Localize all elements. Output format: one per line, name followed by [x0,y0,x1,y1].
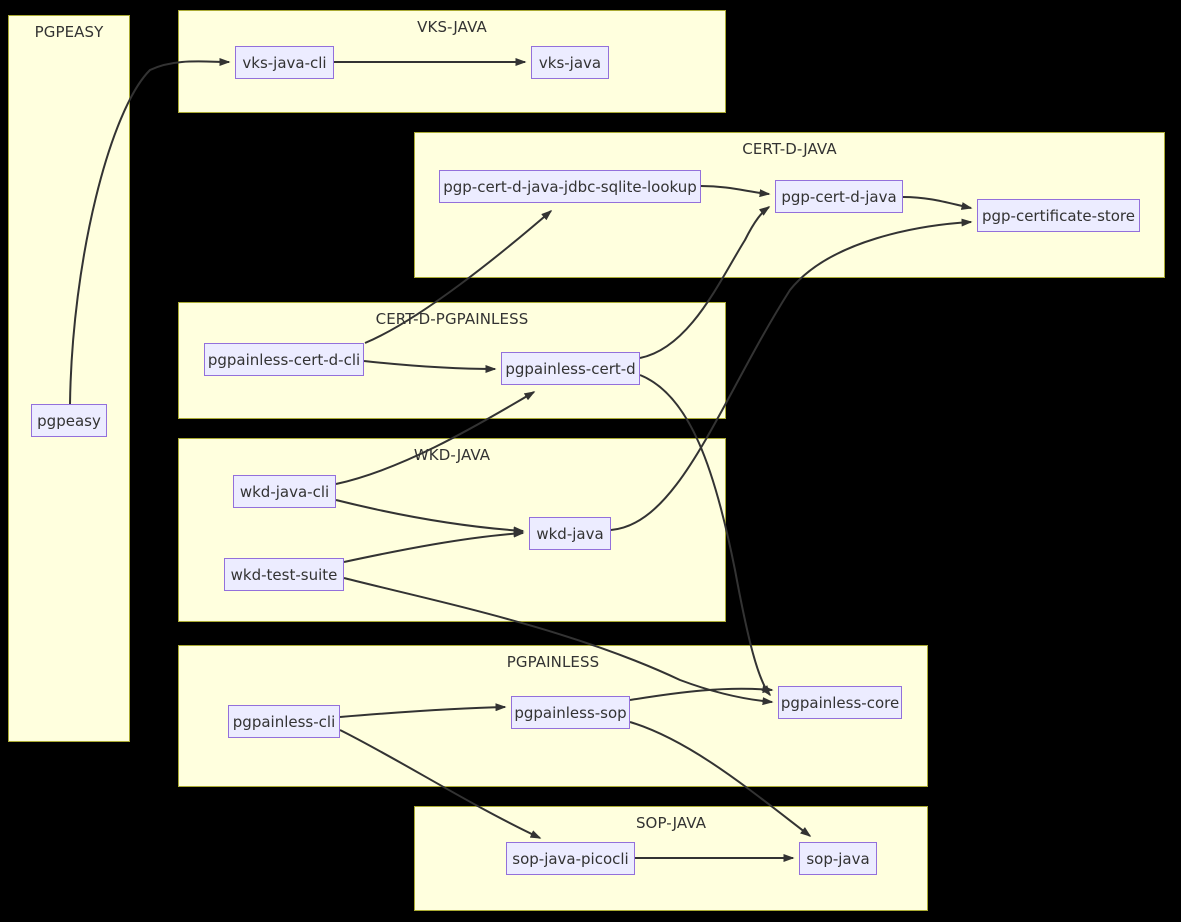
node-label-pgp-certificate-store: pgp-certificate-store [981,206,1136,225]
node-pgpainless-core[interactable]: pgpainless-core [778,686,902,719]
node-sop-java[interactable]: sop-java [799,842,877,875]
node-label-sop-java-picocli: sop-java-picocli [512,849,629,868]
node-label-wkd-java: wkd-java [536,524,604,543]
node-pgpainless-cert-d-cli[interactable]: pgpainless-cert-d-cli [204,343,364,376]
node-pgp-certificate-store[interactable]: pgp-certificate-store [977,199,1140,232]
node-label-pgp-cert-d-java: pgp-cert-d-java [781,187,897,206]
cluster-label-wkd-java: WKD-JAVA [413,446,491,464]
node-pgpeasy[interactable]: pgpeasy [31,404,107,437]
node-label-sop-java: sop-java [806,849,870,868]
cluster-label-sop-java: SOP-JAVA [635,814,707,832]
node-label-pgpainless-cert-d-cli: pgpainless-cert-d-cli [207,350,361,369]
node-label-pgpainless-core: pgpainless-core [780,693,900,712]
node-label-wkd-java-cli: wkd-java-cli [239,482,330,501]
cluster-label-vks-java: VKS-JAVA [417,18,487,36]
node-wkd-java-cli[interactable]: wkd-java-cli [233,475,336,508]
cluster-label-pgpeasy: PGPEASY [34,23,104,41]
node-label-wkd-test-suite: wkd-test-suite [230,565,338,584]
node-pgp-cert-d-java[interactable]: pgp-cert-d-java [775,180,903,213]
node-wkd-test-suite[interactable]: wkd-test-suite [224,558,344,591]
node-wkd-java[interactable]: wkd-java [529,517,611,550]
node-sop-java-picocli[interactable]: sop-java-picocli [506,842,635,875]
node-label-pgpainless-cert-d: pgpainless-cert-d [505,359,636,378]
node-label-vks-java-cli: vks-java-cli [242,53,327,72]
cluster-label-cert-d-pgpainless: CERT-D-PGPAINLESS [375,310,529,328]
node-label-pgpainless-sop: pgpainless-sop [514,703,627,722]
node-vks-java-cli[interactable]: vks-java-cli [235,46,334,79]
node-pgpainless-cert-d[interactable]: pgpainless-cert-d [501,352,640,385]
cluster-pgpeasy: PGPEASY [8,15,130,742]
node-vks-java[interactable]: vks-java [531,46,609,79]
node-label-pgp-cert-d-java-jdbc-sqlite-lookup: pgp-cert-d-java-jdbc-sqlite-lookup [443,177,697,196]
node-pgpainless-sop[interactable]: pgpainless-sop [511,696,630,729]
node-label-pgpainless-cli: pgpainless-cli [232,712,336,731]
cluster-wkd-java: WKD-JAVA [178,438,726,622]
node-pgp-cert-d-java-jdbc-sqlite-lookup[interactable]: pgp-cert-d-java-jdbc-sqlite-lookup [439,170,701,203]
cluster-label-pgpainless: PGPAINLESS [506,653,600,671]
node-pgpainless-cli[interactable]: pgpainless-cli [228,705,340,738]
node-label-vks-java: vks-java [538,53,602,72]
cluster-label-cert-d-java: CERT-D-JAVA [742,140,837,158]
node-label-pgpeasy: pgpeasy [37,411,101,430]
